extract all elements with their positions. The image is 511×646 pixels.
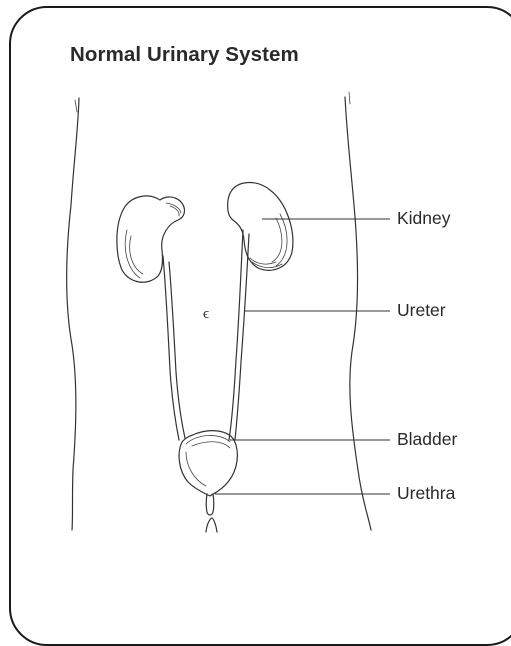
bladder [179,431,237,496]
torso-left-outline [67,98,79,530]
left-kidney [117,196,185,282]
torso-left-tick [75,100,77,112]
torso-right-outline [345,97,371,530]
right-ureter [229,230,243,440]
torso-right-tick [349,92,350,104]
bladder-label: Bladder [397,431,457,449]
urethral-opening [206,518,217,532]
navel-mark: ϵ [203,306,209,322]
urethra-label: Urethra [397,485,455,503]
kidney-label: Kidney [397,210,451,228]
urethra [206,494,214,512]
ureter-label: Ureter [397,302,446,320]
right-kidney [228,183,293,271]
